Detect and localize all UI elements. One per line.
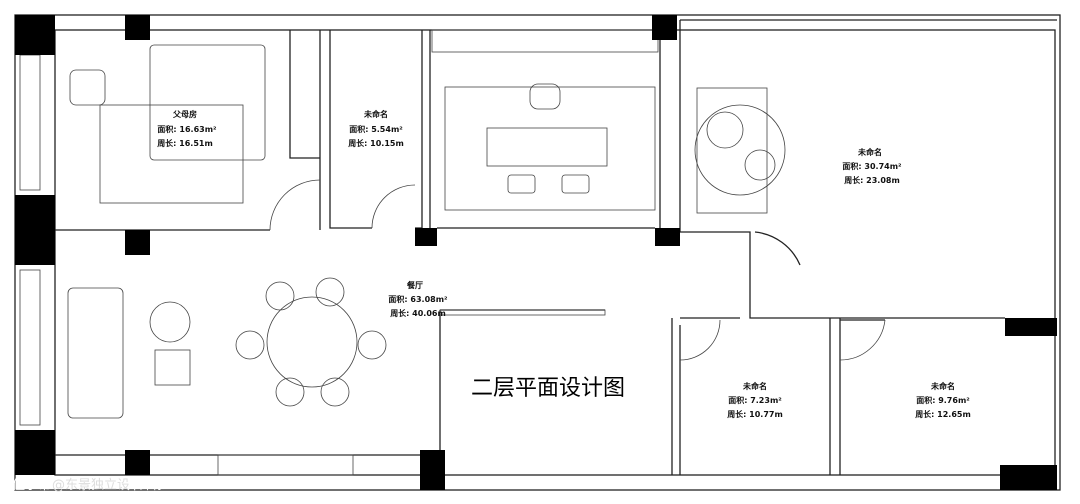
room-label-bottom-1: 未命名 面积: 7.23m² 周长: 10.77m <box>727 381 783 419</box>
walls <box>14 14 1061 491</box>
plan-title: 二层平面设计图 <box>471 376 625 401</box>
svg-text:周长: 16.51m: 周长: 16.51m <box>157 138 213 148</box>
room-label-bottom-2: 未命名 面积: 9.76m² 周长: 12.65m <box>915 381 971 419</box>
room-label-large: 未命名 面积: 30.74m² 周长: 23.08m <box>842 147 902 185</box>
svg-text:未命名: 未命名 <box>930 381 955 391</box>
svg-text:未命名: 未命名 <box>857 147 882 157</box>
svg-text:父母房: 父母房 <box>172 109 197 119</box>
pillars <box>15 15 1057 490</box>
room-label-parents: 父母房 面积: 16.63m² 周长: 16.51m <box>157 109 217 148</box>
svg-text:面积: 9.76m²: 面积: 9.76m² <box>916 395 970 405</box>
room-label-small: 未命名 面积: 5.54m² 周长: 10.15m <box>348 109 404 148</box>
svg-text:周长: 12.65m: 周长: 12.65m <box>915 409 971 419</box>
svg-text:面积: 63.08m²: 面积: 63.08m² <box>388 294 448 304</box>
svg-text:@东景独立设: @东景独立设 <box>52 478 130 493</box>
svg-text:周长: 40.06m: 周长: 40.06m <box>390 308 446 318</box>
svg-text:面积: 16.63m²: 面积: 16.63m² <box>157 124 217 134</box>
svg-text:住小帮: 住小帮 <box>12 478 51 493</box>
svg-text:未命名: 未命名 <box>363 109 388 119</box>
svg-text:未命名: 未命名 <box>742 381 767 391</box>
svg-text:面积: 30.74m²: 面积: 30.74m² <box>842 161 902 171</box>
svg-text:面积: 7.23m²: 面积: 7.23m² <box>728 395 782 405</box>
svg-text:计师徐: 计师徐 <box>126 478 165 493</box>
watermark: 住小帮 @东景独立设 计师徐 <box>12 478 165 493</box>
svg-text:餐厅: 餐厅 <box>406 280 423 290</box>
svg-text:周长: 23.08m: 周长: 23.08m <box>844 175 900 185</box>
svg-text:周长: 10.15m: 周长: 10.15m <box>348 138 404 148</box>
svg-text:周长: 10.77m: 周长: 10.77m <box>727 409 783 419</box>
room-label-dining: 餐厅 面积: 63.08m² 周长: 40.06m <box>388 280 448 318</box>
svg-text:面积: 5.54m²: 面积: 5.54m² <box>349 124 403 134</box>
